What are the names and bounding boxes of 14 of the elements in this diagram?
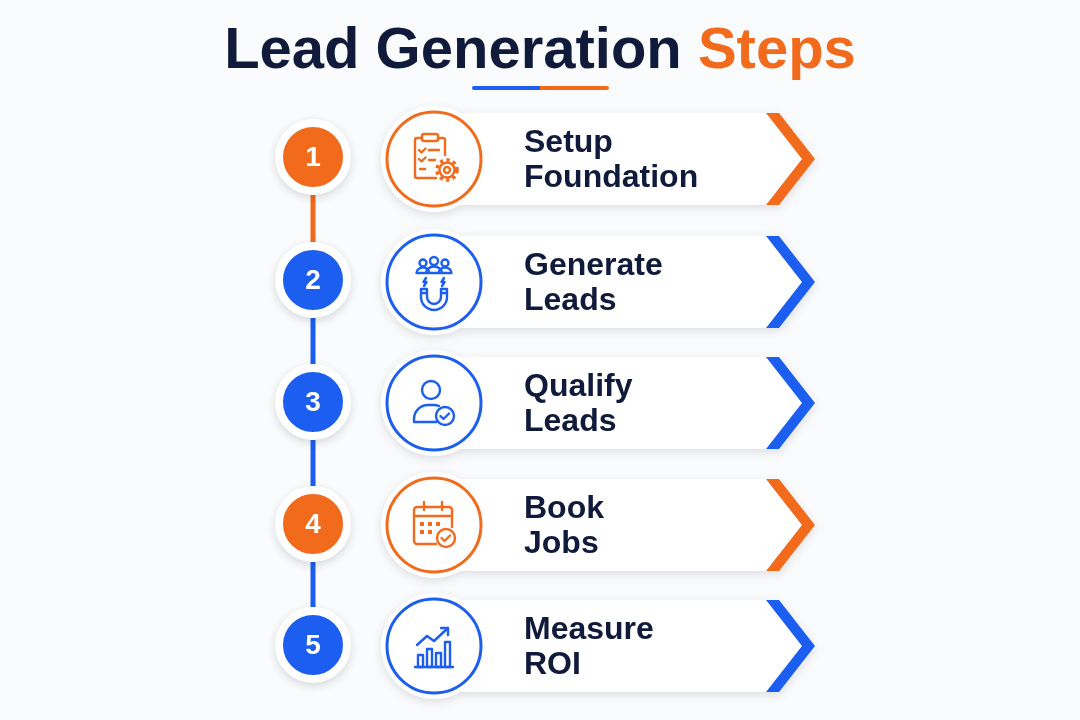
step-number-circle: 2 <box>275 242 351 318</box>
step-label: Setup Foundation <box>524 124 699 194</box>
connector-line <box>310 440 316 486</box>
connector-line <box>310 195 316 242</box>
step-label: Generate Leads <box>524 247 663 317</box>
connector-line <box>310 562 316 607</box>
step-label: Book Jobs <box>524 490 604 560</box>
step-label: Measure ROI <box>524 611 654 681</box>
step-number-circle: 4 <box>275 486 351 562</box>
step-number-circle: 1 <box>275 119 351 195</box>
step-number-circle: 5 <box>275 607 351 683</box>
step-label: Qualify Leads <box>524 368 633 438</box>
step-number-circle: 3 <box>275 364 351 440</box>
connector-line <box>310 318 316 364</box>
